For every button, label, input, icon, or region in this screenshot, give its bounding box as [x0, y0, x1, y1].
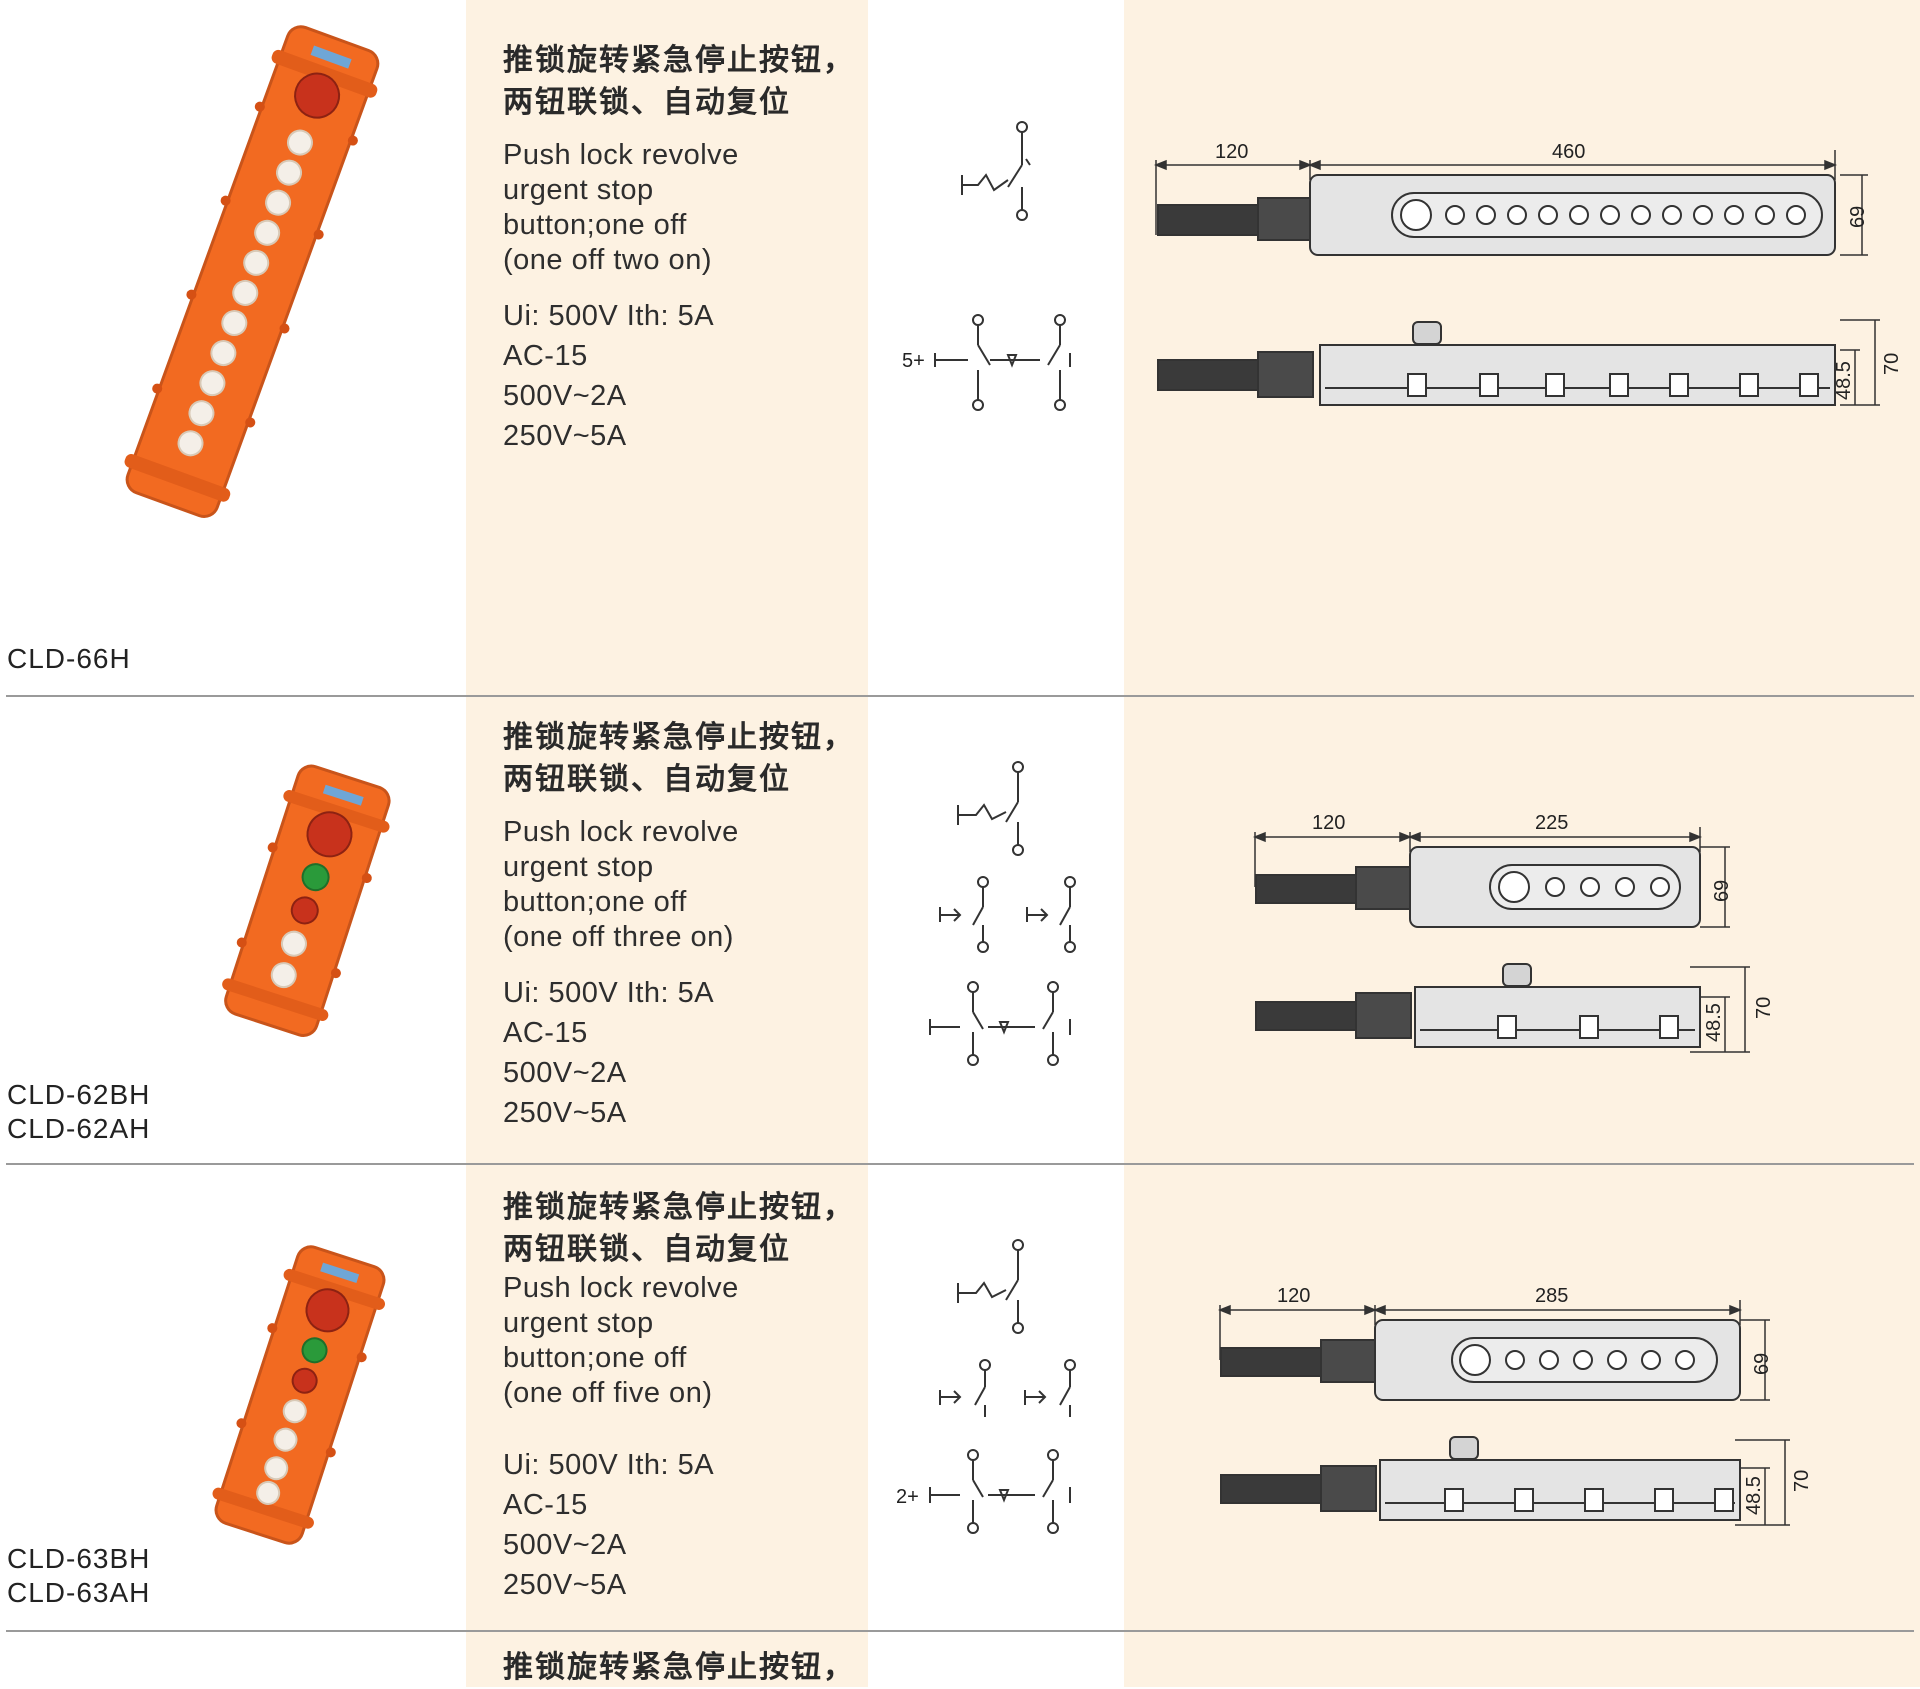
spec-line: AC-15: [503, 1017, 588, 1049]
desc-cn-line: 推锁旋转紧急停止按钮，: [503, 43, 855, 78]
spec-line: 250V~5A: [503, 1569, 627, 1601]
dimension-drawing: 120 285 69 48.5 70: [1217, 1285, 1813, 1526]
desc-en-line: Push lock revolve: [503, 816, 739, 848]
specs: Ui: 500V Ith: 5A AC-15 500V~2A 250V~5A: [503, 296, 863, 456]
model-name: CLD-62AH: [7, 1113, 151, 1144]
dim-width: 69: [1751, 1353, 1773, 1375]
dim-length: 225: [1535, 812, 1568, 834]
pendant-photo: [212, 1245, 386, 1545]
dim-height: 70: [1881, 353, 1903, 375]
desc-cn-line: 推锁旋转紧急停止按钮，: [503, 1190, 855, 1225]
spec-line: 500V~2A: [503, 1529, 627, 1561]
product-row-cld-66h: CLD-66H 推锁旋转紧急停止按钮， 两钮联锁、自动复位 Push lock …: [0, 0, 1920, 695]
dim-width: 69: [1847, 206, 1869, 228]
desc-cn-line: 推锁旋转紧急停止按钮，: [503, 720, 855, 755]
desc-en-line: (one off three on): [503, 921, 734, 953]
dim-inner-height: 48.5: [1833, 361, 1855, 400]
dim-inner-height: 48.5: [1743, 1476, 1765, 1515]
desc-en: Push lock revolve urgent stop button;one…: [503, 815, 863, 955]
dim-cable: 120: [1312, 812, 1345, 834]
desc-en-line: (one off two on): [503, 244, 712, 276]
desc-column-bg: [466, 0, 868, 1687]
product-row-cld-62: CLD-62BH CLD-62AH 推锁旋转紧急停止按钮， 两钮联锁、自动复位 …: [0, 697, 1920, 1163]
spec-line: Ui: 500V Ith: 5A: [503, 300, 715, 332]
description: 推锁旋转紧急停止按钮， 两钮联锁、自动复位 Push lock revolve …: [503, 1187, 863, 1605]
dim-width: 69: [1711, 880, 1733, 902]
model-name: CLD-63BH: [7, 1543, 151, 1574]
spec-line: Ui: 500V Ith: 5A: [503, 1449, 715, 1481]
desc-en-line: Push lock revolve: [503, 139, 739, 171]
dim-cable: 120: [1215, 141, 1248, 163]
dim-height: 70: [1791, 1470, 1813, 1492]
dim-length: 285: [1535, 1285, 1568, 1307]
desc-en-line: button;one off: [503, 1342, 687, 1374]
model-name: CLD-62BH: [7, 1079, 151, 1110]
spec-line: 500V~2A: [503, 380, 627, 412]
desc-en-line: button;one off: [503, 886, 687, 918]
circuit-diagram: 2+: [896, 1239, 1076, 1534]
desc-cn-line: 两钮联锁、自动复位: [503, 1232, 791, 1267]
row-separator: [6, 1163, 1914, 1165]
desc-cn-line: 推锁旋转紧急停止按钮，: [503, 1650, 855, 1685]
circuit-label: 2+: [896, 1486, 919, 1508]
dim-cable: 120: [1277, 1285, 1310, 1307]
specs: Ui: 500V Ith: 5A AC-15 500V~2A 250V~5A: [503, 1445, 863, 1605]
row-separator: [6, 695, 1914, 697]
row-separator: [6, 1630, 1914, 1632]
desc-en: Push lock revolve urgent stop button;one…: [503, 138, 863, 278]
pendant-photo: [222, 764, 391, 1037]
circuit-diagram: 5+: [902, 121, 1071, 411]
dim-inner-height: 48.5: [1703, 1003, 1725, 1042]
product-row-cld-63: CLD-63BH CLD-63AH 推锁旋转紧急停止按钮， 两钮联锁、自动复位 …: [0, 1165, 1920, 1630]
model-name: CLD-66H: [7, 643, 131, 674]
spec-line: 500V~2A: [503, 1057, 627, 1089]
desc-cn-line: 两钮联锁、自动复位: [503, 85, 791, 120]
desc-en-line: Push lock revolve: [503, 1272, 739, 1304]
desc-cn-line: 两钮联锁、自动复位: [503, 762, 791, 797]
dim-height: 70: [1753, 997, 1775, 1019]
spec-line: AC-15: [503, 340, 588, 372]
circuit-diagram: [929, 761, 1076, 1066]
description: 推锁旋转紧急停止按钮，: [503, 1647, 863, 1689]
desc-en-line: urgent stop: [503, 174, 654, 206]
product-row-partial: 推锁旋转紧急停止按钮，: [0, 1632, 1920, 1687]
desc-en: Push lock revolve urgent stop button;one…: [503, 1271, 863, 1411]
desc-en-line: urgent stop: [503, 851, 654, 883]
desc-en-line: button;one off: [503, 209, 687, 241]
dimension-drawing: 120 460 69 48.5 70: [1153, 141, 1903, 406]
model-name: CLD-63AH: [7, 1577, 151, 1608]
drawing-column-bg: [1124, 0, 1920, 1687]
spec-line: 250V~5A: [503, 420, 627, 452]
spec-line: Ui: 500V Ith: 5A: [503, 977, 715, 1009]
pendant-photo: [124, 25, 380, 518]
desc-en-line: urgent stop: [503, 1307, 654, 1339]
description: 推锁旋转紧急停止按钮， 两钮联锁、自动复位 Push lock revolve …: [503, 717, 863, 1133]
dimension-drawing: 120 225 69 48.5 70: [1252, 812, 1775, 1053]
spec-line: 250V~5A: [503, 1097, 627, 1129]
circuit-label: 5+: [902, 350, 925, 372]
description: 推锁旋转紧急停止按钮， 两钮联锁、自动复位 Push lock revolve …: [503, 40, 863, 456]
specs: Ui: 500V Ith: 5A AC-15 500V~2A 250V~5A: [503, 973, 863, 1133]
dim-length: 460: [1552, 141, 1585, 163]
spec-line: AC-15: [503, 1489, 588, 1521]
desc-en-line: (one off five on): [503, 1377, 713, 1409]
